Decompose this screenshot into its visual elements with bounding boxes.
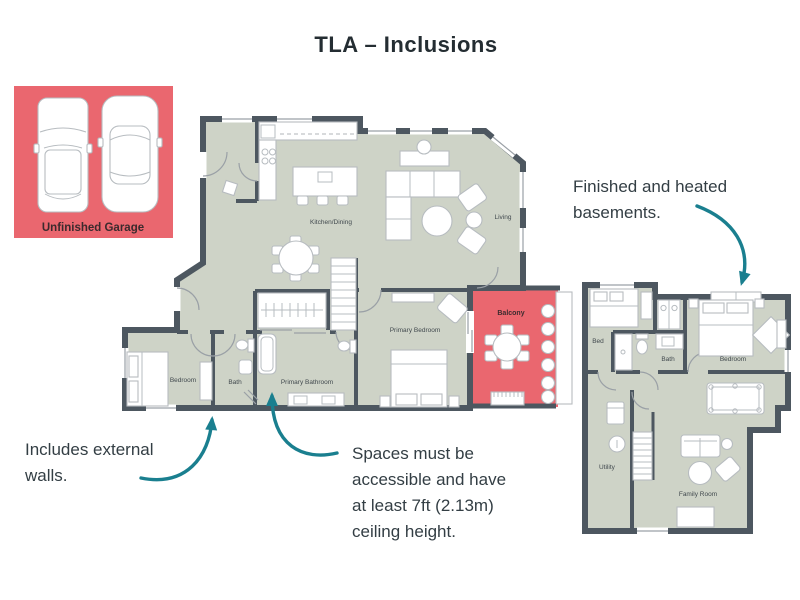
annotation-ceiling-line-2: accessible and have: [352, 470, 506, 489]
arrow-icon-ceiling: [266, 392, 339, 457]
main-floor-plan: Kitchen/Dining Living Primary Bedroom Pr…: [121, 115, 573, 412]
room-label-primary-bedroom: Primary Bedroom: [390, 327, 441, 334]
basement-interior-walls: [585, 285, 788, 531]
main-floor-area: [125, 119, 523, 408]
bath-fixtures: [235, 338, 259, 405]
room-label-family-room: Family Room: [679, 491, 717, 498]
room-label-primary-bathroom: Primary Bathroom: [281, 379, 333, 386]
primary-bedroom-furniture: [379, 292, 468, 408]
car-icon-sedan: [97, 95, 163, 213]
room-label-kitchen-dining: Kitchen/Dining: [310, 219, 352, 226]
garage-label: Unfinished Garage: [42, 222, 144, 234]
main-stairs: [330, 257, 357, 331]
room-label-basement-bath: Bath: [661, 356, 675, 363]
main-windows: [121, 115, 527, 412]
arrow-icon-external-walls: [139, 416, 218, 482]
basement-floor-plan: Bed Bath Bedroom Utility Family Room: [582, 281, 792, 535]
car-icon-truck: [33, 97, 93, 213]
kitchen-furniture: [221, 121, 358, 206]
living-furniture: [385, 139, 487, 255]
annotation-external-walls-line-2: walls.: [24, 466, 68, 485]
annotation-ceiling-line-4: ceiling height.: [352, 522, 456, 541]
room-label-basement-bed: Bed: [592, 338, 604, 345]
room-label-bath: Bath: [228, 379, 242, 386]
balcony-railing: [555, 291, 573, 405]
annotation-ceiling-line-3: at least 7ft (2.13m): [352, 496, 494, 515]
arrow-icon-basements: [695, 204, 751, 286]
basement-furniture: [589, 288, 791, 528]
page-title: TLA – Inclusions: [314, 32, 497, 57]
grill-icon: [490, 391, 525, 406]
room-label-utility: Utility: [599, 464, 616, 471]
room-label-balcony: Balcony: [497, 310, 524, 317]
basement-windows: [600, 281, 792, 535]
annotation-external-walls-line-1: Includes external: [25, 440, 154, 459]
annotation-ceiling-line-1: Spaces must be: [352, 444, 474, 463]
dining-table: [271, 235, 320, 282]
annotation-basements-line-2: basements.: [573, 203, 661, 222]
annotations: Finished and heated basements. Includes …: [24, 177, 751, 541]
annotation-basements-line-1: Finished and heated: [573, 177, 727, 196]
bedroom-furniture: [126, 351, 213, 407]
closet: [257, 292, 327, 334]
garage-legend: Unfinished Garage: [14, 86, 173, 238]
balcony-furniture: [484, 303, 556, 406]
room-label-basement-bedroom: Bedroom: [720, 356, 746, 363]
room-label-living: Living: [495, 214, 512, 221]
room-label-bedroom: Bedroom: [170, 377, 196, 384]
primary-bathroom-fixtures: [257, 333, 357, 407]
